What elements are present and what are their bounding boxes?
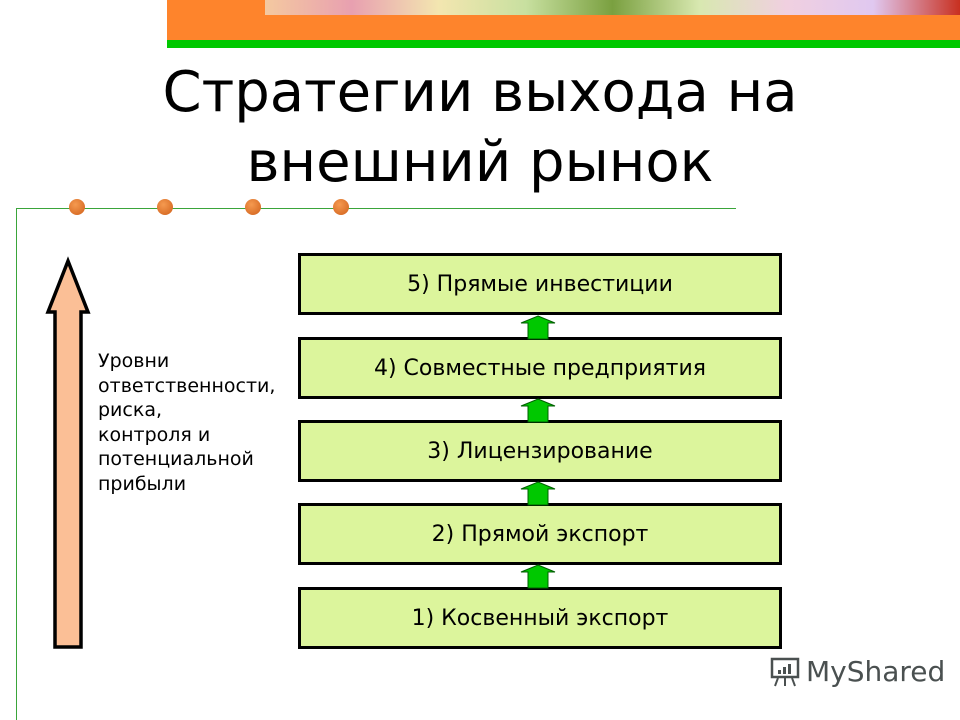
header-floral-image	[265, 0, 960, 15]
header-green-bar	[167, 40, 960, 48]
decor-dot	[69, 199, 85, 215]
big-up-arrow-icon	[45, 256, 91, 649]
green-up-arrow-icon	[520, 564, 556, 589]
slide-title: Стратегии выхода на внешний рынок	[162, 60, 798, 195]
frame-line-horizontal	[16, 208, 736, 209]
decor-dot	[245, 199, 261, 215]
step-label: 1) Косвенный экспорт	[411, 605, 669, 631]
step-label: 2) Прямой экспорт	[431, 521, 649, 547]
watermark-text: MyShared	[806, 655, 946, 688]
step-box-2: 2) Прямой экспорт	[298, 503, 782, 565]
levels-label: Уровни ответственности, риска, контроля …	[98, 350, 276, 495]
decor-dot	[333, 199, 349, 215]
step-label: 4) Совместные предприятия	[373, 355, 706, 381]
green-up-arrow-icon	[520, 398, 556, 423]
green-up-arrow-icon	[520, 315, 556, 340]
decor-dot	[157, 199, 173, 215]
presentation-board-icon	[770, 657, 800, 686]
frame-line-vertical	[16, 208, 17, 720]
step-box-1: 1) Косвенный экспорт	[298, 587, 782, 649]
step-label: 3) Лицензирование	[427, 438, 653, 464]
step-box-5: 5) Прямые инвестиции	[298, 253, 782, 315]
myshared-watermark: MyShared	[768, 655, 945, 688]
step-box-3: 3) Лицензирование	[298, 420, 782, 482]
step-box-4: 4) Совместные предприятия	[298, 337, 782, 399]
step-label: 5) Прямые инвестиции	[407, 271, 673, 297]
green-up-arrow-icon	[520, 481, 556, 506]
